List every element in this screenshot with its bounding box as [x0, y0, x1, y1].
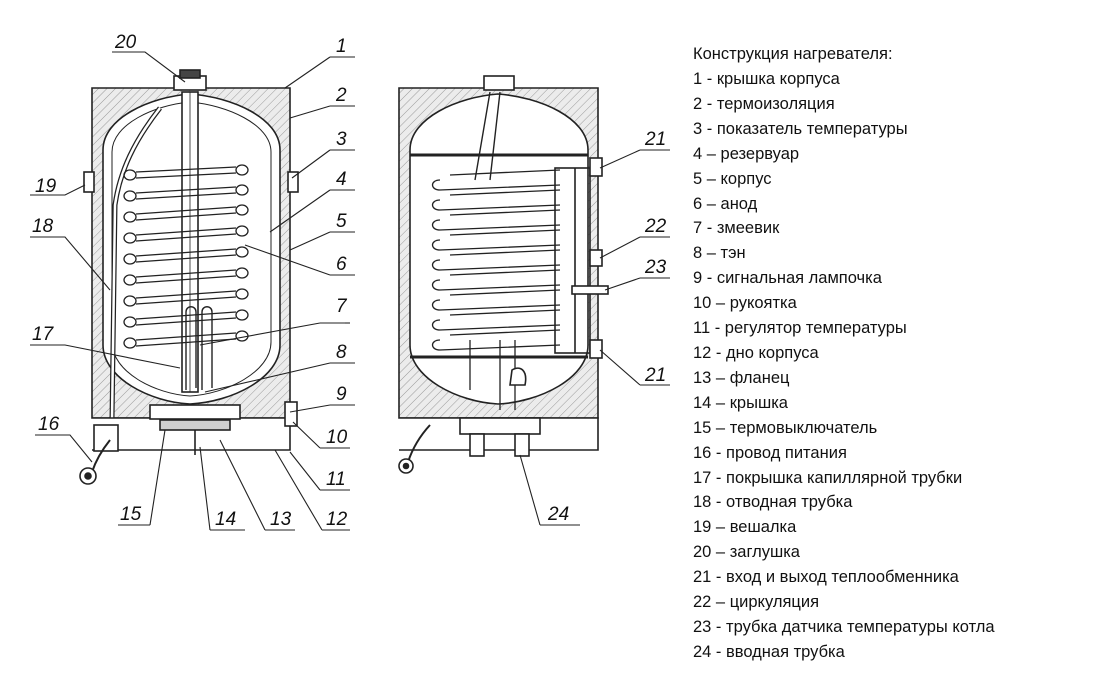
callout-15: 15: [120, 504, 142, 525]
callout-20: 20: [114, 32, 137, 53]
right-inner-tank: [409, 93, 589, 405]
legend-item: 15 – термовыключатель: [693, 418, 878, 437]
legend-item: 3 - показатель температуры: [693, 119, 908, 138]
right-section-view: [398, 75, 609, 474]
legend-item: 8 – тэн: [693, 244, 746, 263]
right-coil: [431, 169, 561, 351]
callout-11: 11: [326, 469, 346, 490]
legend-item: 14 – крышка: [693, 393, 788, 412]
legend-item: 9 - сигнальная лампочка: [693, 269, 882, 288]
callout-19: 19: [35, 176, 57, 197]
legend-item: 21 - вход и выход теплообменника: [693, 568, 959, 587]
legend-item: 2 - термоизоляция: [693, 94, 835, 113]
callout-3: 3: [336, 129, 347, 150]
legend: Конструкция нагревателя: 1 - крышка корп…: [693, 42, 1093, 665]
callout-23: 23: [644, 257, 667, 278]
legend-item: 10 – рукоятка: [693, 294, 797, 313]
callout-4: 4: [336, 169, 347, 190]
legend-item: 1 - крышка корпуса: [693, 70, 840, 88]
callout-numbers: 20 1 2 3 4 5 6 7 8 9 10 11 12 13 14 15 1…: [32, 32, 667, 530]
legend-item: 4 – резервуар: [693, 144, 800, 163]
callout-18: 18: [32, 216, 54, 237]
legend-item: 19 – вешалка: [693, 518, 797, 537]
callout-24: 24: [547, 504, 569, 525]
legend-list: 1 - крышка корпуса 2 - термоизоляция 3 -…: [693, 67, 1093, 665]
leader-lines: [30, 51, 670, 531]
callout-14: 14: [215, 509, 236, 530]
legend-item: 20 – заглушка: [693, 543, 800, 562]
callout-6: 6: [336, 254, 347, 275]
left-coil: [123, 164, 249, 349]
legend-item: 5 – корпус: [693, 169, 772, 188]
callout-21-bottom: 21: [644, 365, 666, 386]
legend-item: 11 - регулятор температуры: [693, 319, 907, 338]
legend-item: 22 – циркуляция: [693, 593, 819, 612]
legend-item: 17 - покрышка капиллярной трубки: [693, 468, 963, 487]
legend-item: 7 - змеевик: [693, 219, 780, 238]
callout-21-top: 21: [644, 129, 666, 150]
legend-item: 24 - вводная трубка: [693, 642, 845, 661]
legend-item: 12 - дно корпуса: [693, 343, 819, 362]
callout-7: 7: [336, 296, 348, 317]
callout-1: 1: [336, 36, 347, 57]
legend-item: 23 - трубка датчика температуры котла: [693, 617, 995, 636]
water-heater-drawing: 20 1 2 3 4 5 6 7 8 9 10 11 12 13 14 15 1…: [30, 32, 670, 531]
callout-22: 22: [644, 216, 667, 237]
callout-13: 13: [270, 509, 292, 530]
legend-item: 18 - отводная трубка: [693, 493, 853, 512]
callout-16: 16: [38, 414, 60, 435]
callout-9: 9: [336, 384, 347, 405]
legend-title: Конструкция нагревателя:: [693, 45, 893, 63]
callout-10: 10: [326, 427, 348, 448]
callout-8: 8: [336, 342, 347, 363]
callout-5: 5: [336, 211, 347, 232]
legend-item: 13 – фланец: [693, 368, 790, 387]
legend-item: 16 - провод питания: [693, 443, 847, 462]
callout-12: 12: [326, 509, 348, 530]
left-heating-element: [185, 306, 213, 390]
left-section-view: [79, 69, 299, 485]
callout-17: 17: [32, 324, 55, 345]
legend-item: 6 – анод: [693, 194, 758, 213]
callout-2: 2: [335, 85, 347, 106]
